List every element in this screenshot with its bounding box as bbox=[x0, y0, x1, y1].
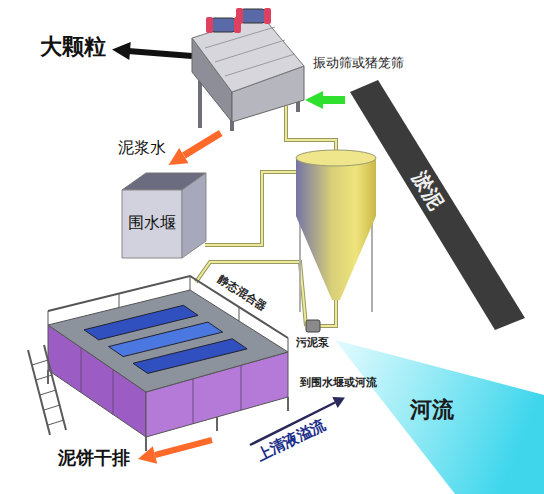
belt-filter-press bbox=[44, 345, 66, 430]
belt-filter-press bbox=[119, 294, 120, 308]
belt-filter-press bbox=[133, 339, 247, 374]
belt-filter-press bbox=[47, 370, 49, 384]
flow-arrow bbox=[323, 96, 345, 104]
belt-filter-press bbox=[48, 420, 64, 425]
pipe bbox=[286, 106, 336, 152]
vibrating-screen-drawing bbox=[192, 16, 304, 92]
flow-arrow bbox=[184, 133, 221, 156]
belt-filter-press bbox=[239, 307, 240, 321]
vibrating-screen-drawing bbox=[225, 54, 295, 76]
discharge-arrow bbox=[138, 446, 157, 463]
belt-filter-press bbox=[48, 311, 49, 325]
cofferdam-tank-outline bbox=[118, 165, 210, 260]
cofferdam-tank-outline bbox=[182, 173, 206, 258]
sludge-band: 淤泥 bbox=[345, 78, 530, 333]
belt-filter-press bbox=[190, 276, 191, 290]
belt-filter-press bbox=[216, 417, 218, 431]
discharge-arrow bbox=[112, 42, 192, 60]
vibrating-screen: 振动筛或猪笼筛 bbox=[188, 8, 305, 133]
belt-filter-press bbox=[288, 338, 289, 352]
equipment-label: 静态混合器 bbox=[215, 273, 269, 313]
belt-filter-press bbox=[145, 437, 147, 451]
belt-filter-press bbox=[241, 365, 242, 410]
sludge-band-outline bbox=[350, 80, 525, 330]
discharge-arrow bbox=[155, 440, 212, 455]
vibrating-screen-drawing bbox=[215, 40, 285, 62]
belt-filter-press bbox=[193, 379, 194, 424]
vibrating-screen-outline bbox=[188, 8, 305, 133]
discharge-arrow bbox=[112, 42, 131, 60]
pipe bbox=[320, 300, 336, 326]
belt-filter-press bbox=[287, 397, 289, 411]
pipe bbox=[205, 172, 296, 245]
vibrating-screen-drawing bbox=[240, 9, 266, 23]
vibrating-screen-drawing bbox=[264, 8, 271, 24]
river-band: 河流 bbox=[330, 335, 544, 494]
river-band-label: 河流 bbox=[410, 397, 454, 423]
cofferdam-tank-outline bbox=[122, 190, 182, 258]
cofferdam-tank: 围水堰 bbox=[118, 165, 210, 260]
settling-tank bbox=[296, 150, 376, 166]
settling-tank bbox=[296, 216, 376, 300]
equipment-label: 污泥泵 bbox=[296, 336, 329, 349]
pipe bbox=[320, 300, 336, 326]
overflow-arrow bbox=[332, 397, 345, 408]
settling-tank bbox=[299, 216, 301, 312]
discharge-arrow bbox=[138, 440, 212, 464]
vibrating-screen-drawing bbox=[236, 8, 243, 24]
belt-filter-press bbox=[44, 405, 60, 410]
flow-label: 上清液溢流 bbox=[253, 415, 328, 464]
belt-filter-press bbox=[81, 347, 82, 392]
cofferdam-tank-label: 围水堰 bbox=[128, 213, 176, 232]
belt-filter-press bbox=[36, 375, 52, 380]
vibrating-screen-label: 振动筛或猪笼筛 bbox=[313, 55, 404, 71]
sludge-pump bbox=[306, 320, 320, 332]
pipe bbox=[205, 172, 296, 245]
belt-filter-press bbox=[32, 360, 48, 365]
flow-label: 泥浆水 bbox=[118, 138, 166, 157]
vibrating-screen-drawing bbox=[210, 18, 236, 32]
flow-label: 到围水堰或河流 bbox=[300, 376, 377, 389]
sludge-pump bbox=[306, 320, 320, 332]
vibrating-screen-drawing bbox=[198, 80, 202, 128]
pipe bbox=[286, 106, 336, 152]
belt-filter-press bbox=[40, 390, 56, 395]
settling-tank bbox=[296, 158, 376, 216]
river-band-outline bbox=[335, 340, 544, 494]
discharge-arrow bbox=[128, 51, 192, 56]
settling-tank bbox=[296, 150, 376, 312]
output-label: 大颗粒 bbox=[40, 34, 106, 60]
belt-filter-press bbox=[113, 370, 114, 415]
settling-tank bbox=[371, 216, 373, 312]
output-label: 泥饼干排 bbox=[58, 447, 130, 469]
vibrating-screen-drawing bbox=[206, 17, 213, 33]
